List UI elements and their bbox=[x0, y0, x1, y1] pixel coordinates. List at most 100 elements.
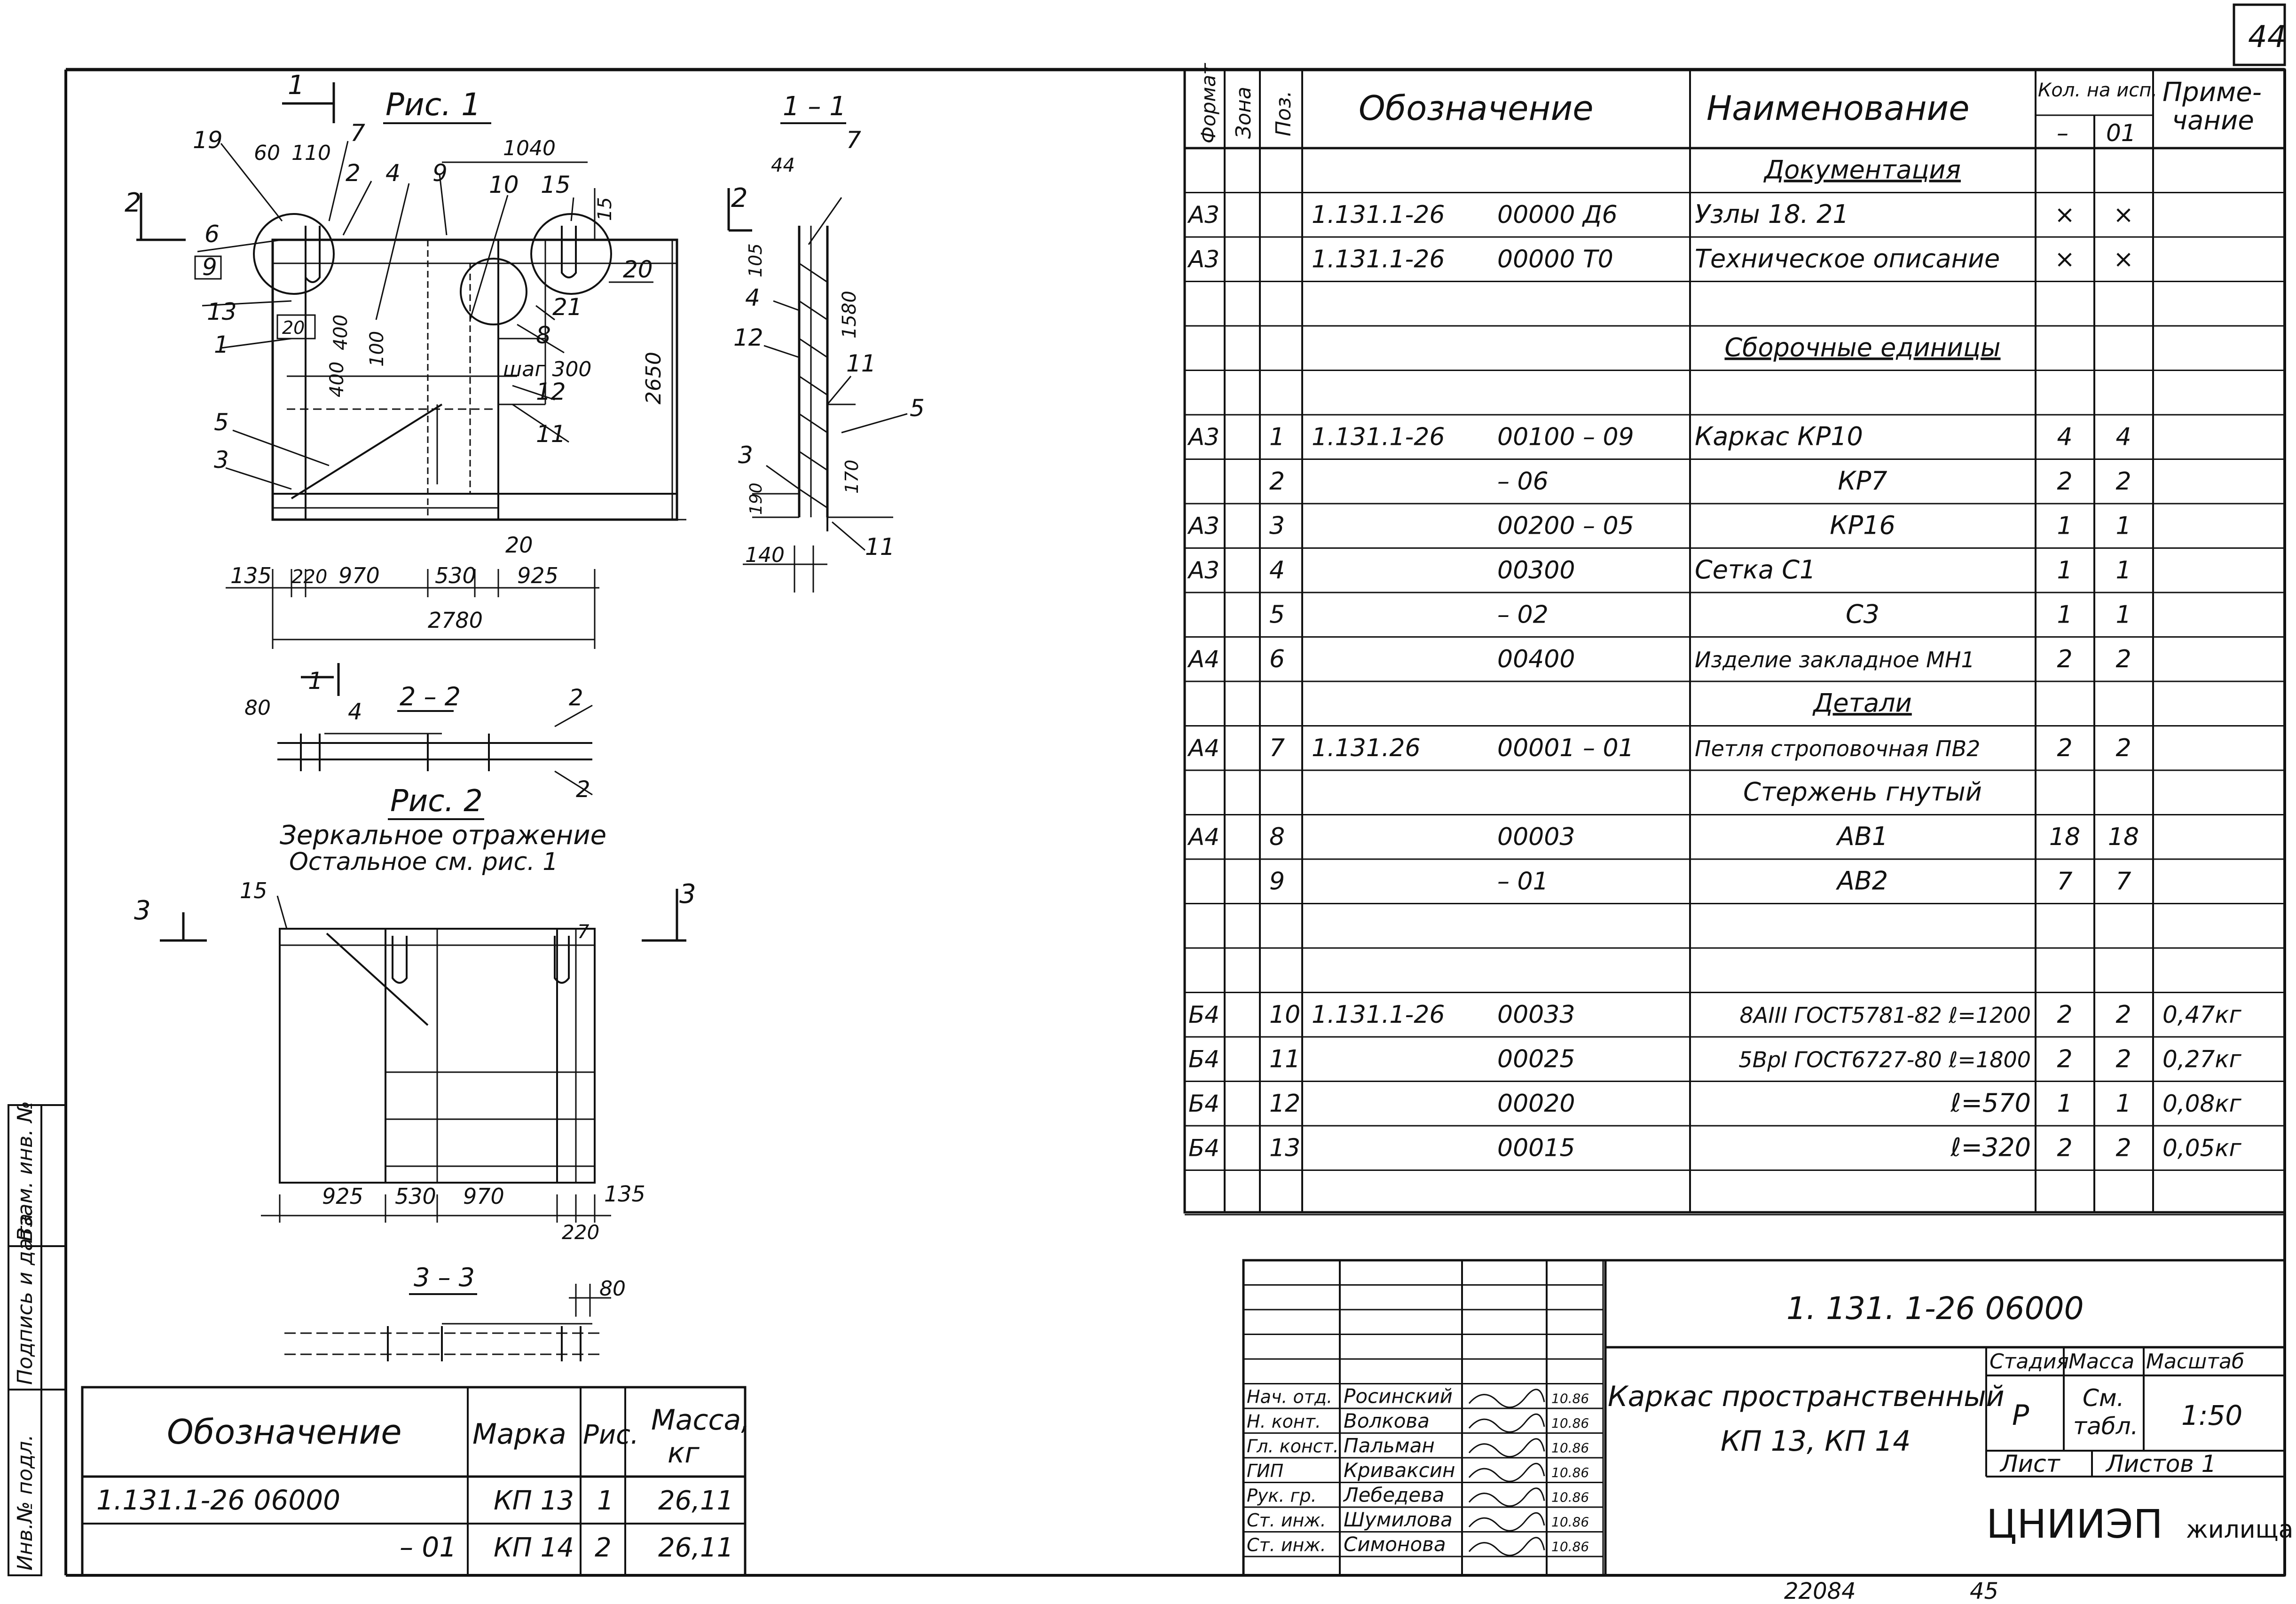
spec-cell-designation-b: – 06 bbox=[1497, 467, 1549, 496]
fig1-callout: 9 bbox=[202, 253, 217, 281]
spec-cell-name: Узлы 18. 21 bbox=[1695, 199, 1849, 229]
section-mark-1-low: 1 bbox=[308, 667, 323, 695]
fig1-callout: 8 bbox=[536, 322, 551, 349]
section-2-2-title: 2 – 2 bbox=[400, 682, 461, 711]
signature-role: Гл. конст. bbox=[1247, 1436, 1339, 1456]
signature-date: 10.86 bbox=[1551, 1415, 1589, 1431]
signature-date: 10.86 bbox=[1551, 1440, 1589, 1455]
spec-cell-designation-a: 1.131.1-26 bbox=[1312, 245, 1445, 273]
fig1-callout: 4 bbox=[385, 159, 401, 187]
spec-cell-format: А3 bbox=[1187, 201, 1219, 229]
fig1-total-width: 2780 bbox=[428, 608, 483, 633]
spec-cell-name: Сетка С1 bbox=[1695, 555, 1816, 585]
fig1-dim-side: 100 bbox=[366, 331, 388, 367]
title-mass-label: Масса bbox=[2068, 1350, 2134, 1374]
mark-header-mass-1: Масса, bbox=[651, 1404, 750, 1437]
section-mark-2-right: 2 bbox=[731, 183, 748, 213]
sec22-dim: 80 bbox=[244, 696, 271, 720]
signature-mark bbox=[1468, 1438, 1545, 1458]
fig1-callout: 20 bbox=[623, 256, 653, 283]
spec-cell-pos: 5 bbox=[1269, 601, 1285, 629]
spec-cell-name: Петля строповочная ПВ2 bbox=[1695, 736, 1980, 761]
signature-mark bbox=[1468, 1413, 1545, 1433]
fig2-dim-bottom: 970 bbox=[463, 1184, 504, 1209]
spec-cell-designation-b: 00020 bbox=[1497, 1090, 1575, 1118]
spec-cell-qty-1: 2 bbox=[2057, 467, 2072, 496]
spec-cell-format: Б4 bbox=[1188, 1045, 1219, 1073]
section-mark-2: 2 bbox=[125, 188, 142, 218]
spec-cell-pos: 4 bbox=[1269, 556, 1285, 585]
spec-cell-designation-b: – 02 bbox=[1497, 601, 1549, 629]
spec-cell-qty-1: 1 bbox=[2057, 556, 2072, 585]
spec-cell-qty-2: 18 bbox=[2108, 823, 2139, 851]
sec22-callout: 2 bbox=[569, 685, 583, 711]
fig1-dim-top: 110 bbox=[291, 141, 331, 165]
spec-cell-pos: 12 bbox=[1269, 1090, 1300, 1118]
sec11-callout: 3 bbox=[738, 442, 753, 469]
spec-cell-qty-2: 1 bbox=[2115, 556, 2131, 585]
mark-header-fig: Рис. bbox=[583, 1420, 639, 1450]
fig2-title: Рис. 2 bbox=[390, 784, 483, 819]
title-sheets-label: Листов 1 bbox=[2105, 1450, 2216, 1478]
spec-cell-name: Изделие закладное МН1 bbox=[1695, 647, 1975, 672]
spec-cell-qty-1: 18 bbox=[2049, 823, 2080, 851]
sec33-dim: 80 bbox=[599, 1277, 626, 1301]
spec-cell-pos: 6 bbox=[1269, 645, 1285, 673]
mark-header-mass-2: кг bbox=[668, 1437, 700, 1470]
section-3-3: 3 – 3 80 bbox=[284, 1263, 626, 1361]
sec11-callout: 7 bbox=[846, 126, 861, 154]
mark-row-designation: – 01 bbox=[400, 1531, 456, 1563]
signature-date: 10.86 bbox=[1551, 1465, 1589, 1480]
spec-cell-designation-a: 1.131.1-26 bbox=[1312, 1001, 1445, 1029]
spec-cell-format: Б4 bbox=[1188, 1134, 1219, 1162]
spec-cell-designation-b: 00000 Т0 bbox=[1497, 245, 1613, 273]
fig1-callout: 19 bbox=[193, 126, 223, 154]
mark-header-mark: Марка bbox=[472, 1418, 566, 1451]
spec-cell-note: 0,05кг bbox=[2162, 1134, 2242, 1162]
spec-cell-pos: 7 bbox=[1269, 734, 1285, 762]
spec-cell-format: А3 bbox=[1187, 557, 1219, 584]
fig2-dim-bottom: 925 bbox=[322, 1184, 363, 1209]
spec-cell-qty-2: 7 bbox=[2115, 867, 2131, 895]
fig1-callout: 20 bbox=[505, 532, 533, 558]
spec-cell-format: А4 bbox=[1187, 646, 1219, 673]
spec-cell-pos: 10 bbox=[1269, 1001, 1300, 1029]
spec-cell-qty-1: 7 bbox=[2057, 867, 2072, 895]
archive-number: 22084 bbox=[1784, 1578, 1856, 1604]
spec-cell-qty-2: 2 bbox=[2115, 1045, 2131, 1073]
spec-cell-name: ℓ=320 bbox=[1950, 1132, 2031, 1162]
fig1-dim-top: 60 bbox=[254, 141, 280, 165]
spec-cell-designation-b: 00033 bbox=[1497, 1001, 1575, 1029]
sec11-dim: 44 bbox=[771, 155, 795, 176]
fig1-step: шаг 300 bbox=[503, 357, 591, 381]
signature-role: Н. конт. bbox=[1247, 1411, 1321, 1432]
spec-cell-name: Стержень гнутый bbox=[1743, 777, 1982, 806]
mark-row-mass: 26,11 bbox=[658, 1533, 733, 1563]
fig1-callout: 21 bbox=[552, 293, 582, 321]
spec-cell-format: А3 bbox=[1187, 512, 1219, 539]
fig1-callout: 5 bbox=[214, 409, 229, 436]
spec-cell-note: 0,08кг bbox=[2162, 1090, 2242, 1117]
spec-cell-format: А4 bbox=[1187, 735, 1219, 762]
sec22-callout: 4 bbox=[348, 699, 362, 725]
spec-cell-pos: 9 bbox=[1269, 867, 1285, 895]
fig1-dim-side: 400 bbox=[326, 362, 348, 397]
title-org-sub: жилища bbox=[2186, 1516, 2294, 1544]
signature-role: Рук. гр. bbox=[1247, 1485, 1317, 1506]
spec-cell-qty-2: 4 bbox=[2115, 423, 2131, 451]
mark-row-designation: 1.131.1-26 06000 bbox=[96, 1484, 340, 1516]
mark-row-mass: 26,11 bbox=[658, 1485, 733, 1516]
fig1-dim-top: 15 bbox=[594, 197, 616, 221]
spec-cell-qty-2: × bbox=[2113, 245, 2134, 273]
fig1-dim-top: 1040 bbox=[503, 136, 556, 160]
spec-cell-qty-1: 1 bbox=[2057, 1090, 2072, 1118]
spec-header-note: Приме- bbox=[2162, 77, 2262, 108]
section-mark-3-right: 3 bbox=[679, 879, 696, 909]
spec-cell-name: Детали bbox=[1812, 688, 1912, 718]
signature-date: 10.86 bbox=[1551, 1514, 1589, 1530]
spec-header-note: чание bbox=[2172, 105, 2254, 136]
spec-cell-note: 0,47кг bbox=[2162, 1001, 2242, 1028]
spec-cell-qty-1: 1 bbox=[2057, 512, 2072, 540]
signature-mark bbox=[1468, 1462, 1545, 1482]
